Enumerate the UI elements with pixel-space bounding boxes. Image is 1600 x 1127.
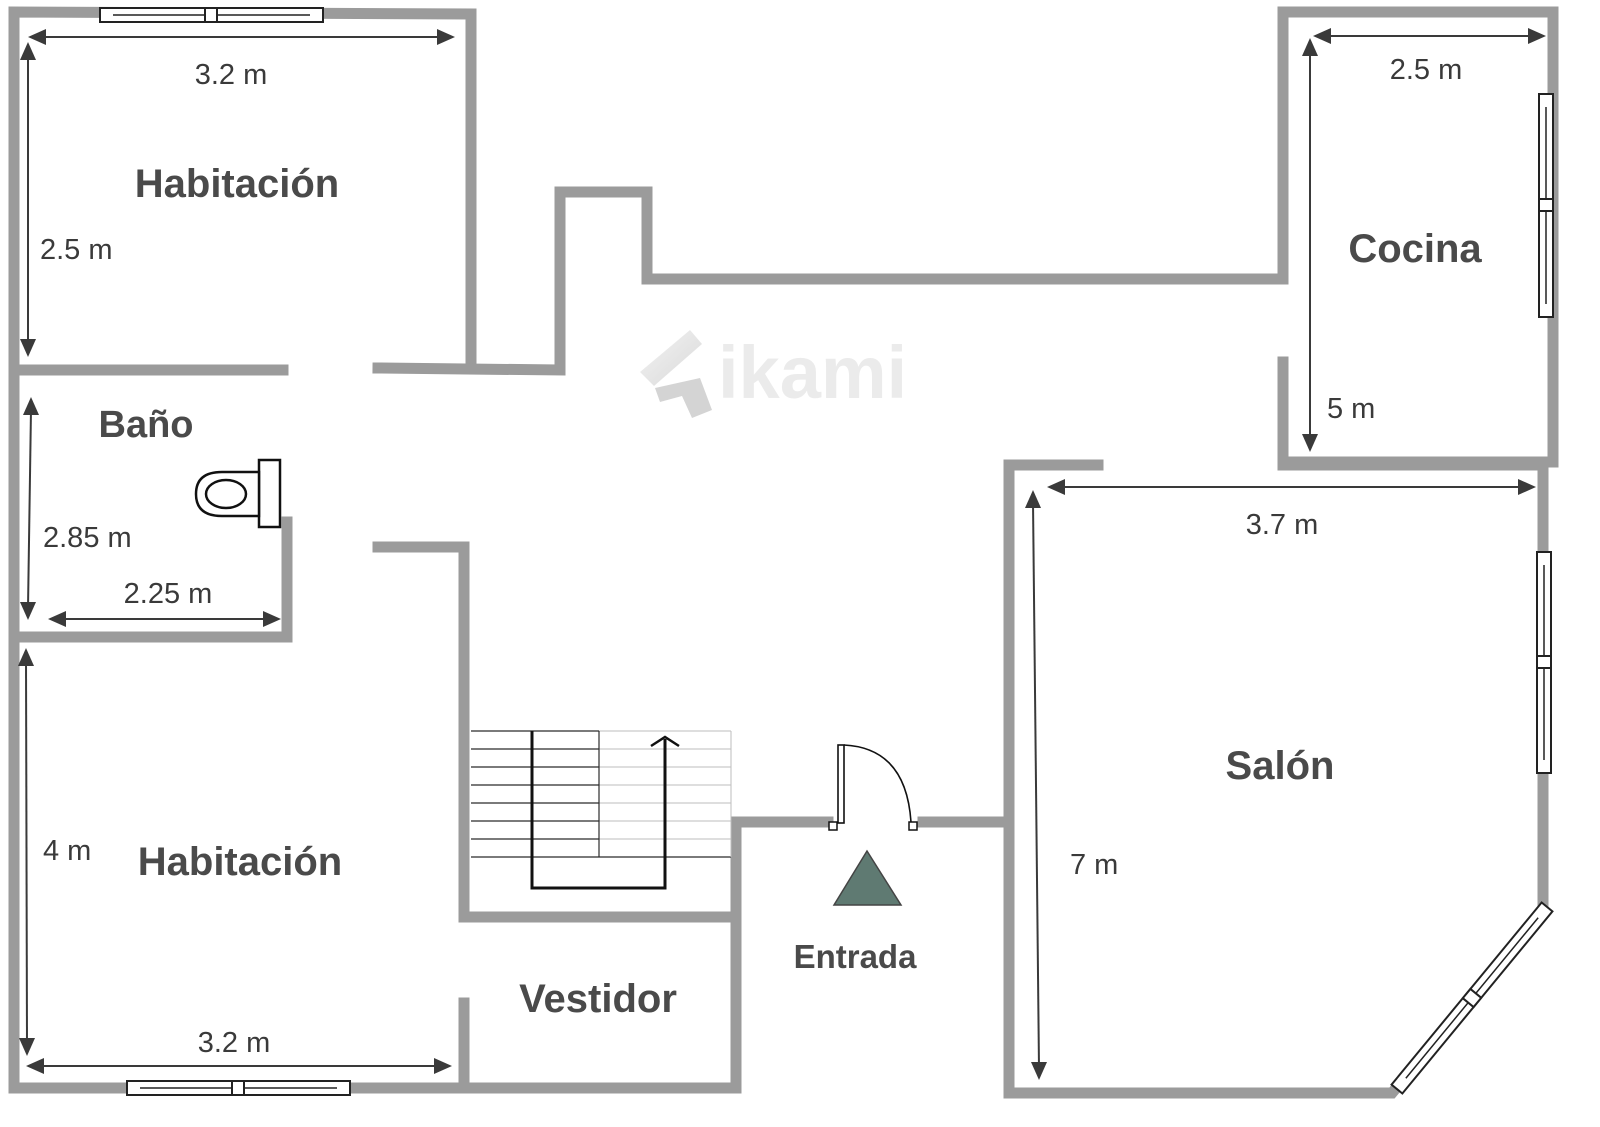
dim-label-bedroom-bottom-depth: 4 m bbox=[43, 835, 91, 867]
room-label-bedroom-bottom: Habitación bbox=[138, 840, 342, 884]
toilet-icon bbox=[194, 458, 282, 529]
window-living-right bbox=[1536, 551, 1552, 774]
room-label-kitchen: Cocina bbox=[1348, 227, 1482, 271]
dim-label-bedroom-bottom-width: 3.2 m bbox=[198, 1027, 271, 1059]
dim-label-kitchen-width: 2.5 m bbox=[1390, 54, 1463, 86]
dim-label-living-width: 3.7 m bbox=[1246, 509, 1319, 541]
watermark-text: ikami bbox=[718, 331, 907, 414]
dim-label-bedroom-top-width: 3.2 m bbox=[195, 59, 268, 91]
window-living-corner bbox=[1390, 901, 1554, 1095]
dim-label-bathroom-depth: 2.85 m bbox=[43, 522, 132, 554]
window-bottom-left bbox=[126, 1080, 351, 1096]
dim-label-bathroom-width: 2.25 m bbox=[124, 578, 213, 610]
dim-label-bedroom-top-depth: 2.5 m bbox=[40, 234, 113, 266]
entrance-door bbox=[828, 744, 918, 831]
walls bbox=[8, 6, 1559, 1099]
watermark-logo: ikami bbox=[640, 330, 907, 418]
room-label-living: Salón bbox=[1226, 744, 1335, 788]
room-label-dressing: Vestidor bbox=[519, 977, 677, 1021]
staircase bbox=[471, 730, 732, 890]
dim-label-living-depth: 7 m bbox=[1070, 849, 1118, 881]
window-top-left bbox=[99, 7, 324, 23]
dimension-lines bbox=[18, 28, 1546, 1080]
room-label-bedroom-top: Habitación bbox=[135, 162, 339, 206]
room-label-entrance: Entrada bbox=[794, 938, 918, 975]
entrance-marker-icon bbox=[832, 849, 903, 906]
window-kitchen bbox=[1538, 93, 1554, 318]
dim-label-kitchen-depth: 5 m bbox=[1327, 393, 1375, 425]
room-label-bathroom: Baño bbox=[99, 404, 194, 446]
